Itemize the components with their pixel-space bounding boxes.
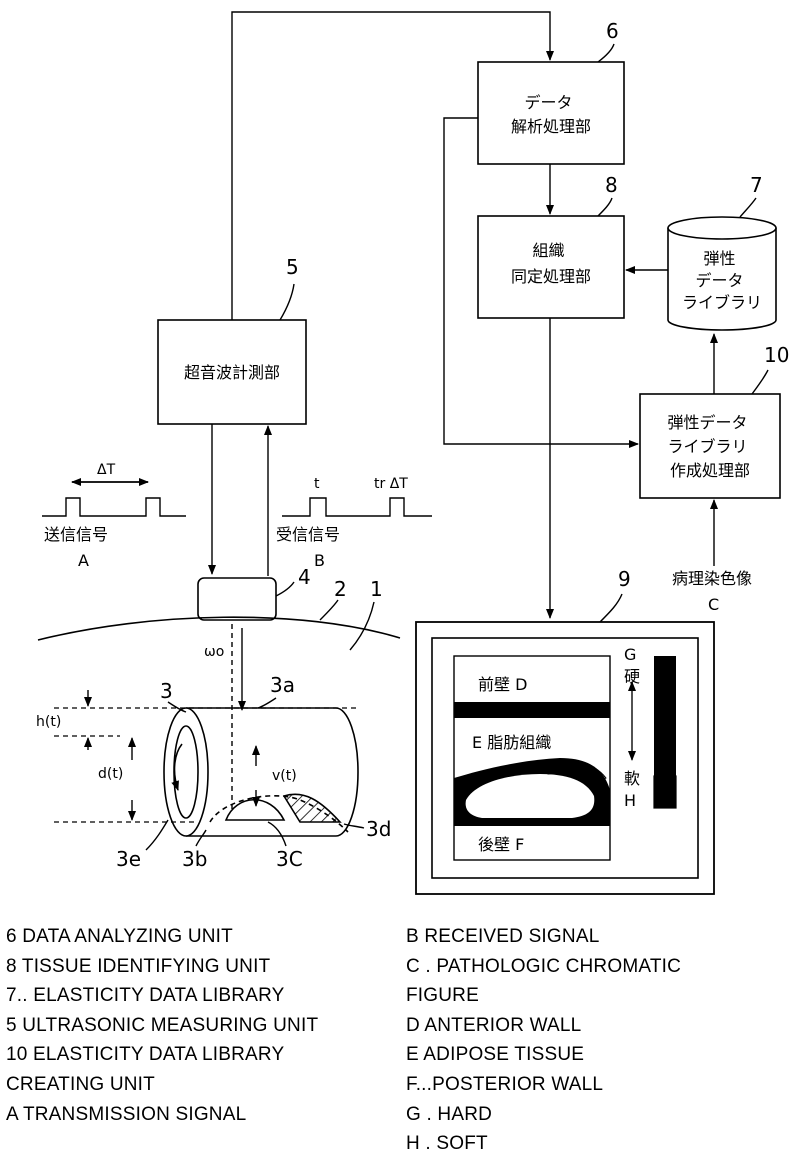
ref-number-1: 1 [370,577,383,601]
h-label: h(t) [36,714,61,730]
ref-number-3: 3 [160,679,173,703]
v-label: v(t) [272,768,297,784]
legend-item: C . PATHOLOGIC CHROMATIC [406,952,791,982]
ref-number-5: 5 [286,255,299,279]
legend-item: FIGURE [406,981,791,1011]
pathology-letter: C [708,595,719,614]
ultrasonic-measuring-unit-label: 超音波計測部 [184,363,280,382]
ref-number-2: 2 [334,577,347,601]
display-monitor [416,622,714,894]
transmission-signal-letter: A [78,551,89,570]
legend-item: A TRANSMISSION SIGNAL [6,1100,401,1130]
ref-number-3a: 3a [270,673,295,697]
ref-number-3b: 3b [182,847,207,871]
delta-t-label: ΔT [97,462,116,478]
soft-letter: H [624,791,636,810]
legend-item: 6 DATA ANALYZING UNIT [6,922,401,952]
library-creating-unit-label: 弾性データ ライブラリ 作成処理部 [667,413,752,480]
received-signal-label: 受信信号 [276,525,340,544]
omega-label: ωo [204,644,224,660]
legend: 6 DATA ANALYZING UNIT 8 TISSUE IDENTIFYI… [0,922,793,1162]
front-wall-label: 前壁 D [478,675,527,694]
legend-item: B RECEIVED SIGNAL [406,922,791,952]
legend-item: E ADIPOSE TISSUE [406,1040,791,1070]
hard-letter: G [624,645,636,664]
ref-number-3d: 3d [366,817,391,841]
legend-right-column: B RECEIVED SIGNAL C . PATHOLOGIC CHROMAT… [406,922,791,1159]
ultrasonic-probe [198,578,276,620]
ref-number-6: 6 [606,19,619,43]
legend-item: 8 TISSUE IDENTIFYING UNIT [6,952,401,982]
t-label: t [314,476,320,492]
received-signal-waveform [282,498,432,516]
ref-number-4: 4 [298,565,311,589]
ultrasound-beam [232,624,242,820]
legend-item: 10 ELASTICITY DATA LIBRARY [6,1040,401,1070]
ref-number-9: 9 [618,567,631,591]
received-signal-letter: B [314,551,325,570]
elasticity-data-library-cylinder: 弾性 データ ライブラリ [668,217,776,330]
d-label: d(t) [98,766,123,782]
block-diagram: データ 解析処理部 6 組織 同定処理部 8 弾性 データ ライブラリ 7 超音… [0,0,793,900]
ultrasonic-measuring-unit-box: 超音波計測部 [158,320,306,424]
t-delta-label: tr ΔT [374,476,408,492]
legend-item: F...POSTERIOR WALL [406,1070,791,1100]
legend-left-column: 6 DATA ANALYZING UNIT 8 TISSUE IDENTIFYI… [6,922,401,1129]
ref-number-7: 7 [750,173,763,197]
back-wall-label: 後壁 F [478,835,524,854]
blood-vessel [164,708,358,836]
ref-number-10: 10 [764,343,789,367]
transmission-signal-waveform [42,482,186,516]
legend-item: 5 ULTRASONIC MEASURING UNIT [6,1011,401,1041]
legend-item: G . HARD [406,1100,791,1130]
legend-item: 7.. ELASTICITY DATA LIBRARY [6,981,401,1011]
hard-label: 硬 [624,667,640,686]
library-creating-unit-box: 弾性データ ライブラリ 作成処理部 [640,394,780,498]
ref-number-3c: 3C [276,847,303,871]
ref-number-8: 8 [605,173,618,197]
tissue-identifying-unit-box: 組織 同定処理部 [478,216,624,318]
ref-number-3e: 3e [116,847,141,871]
legend-item: H . SOFT [406,1129,791,1159]
pathology-label: 病理染色像 [672,569,752,588]
adipose-label: E 脂肪組織 [472,733,551,752]
data-analyzing-unit-box: データ 解析処理部 [478,62,624,164]
legend-item: D ANTERIOR WALL [406,1011,791,1041]
legend-item: CREATING UNIT [6,1070,401,1100]
soft-label: 軟 [624,769,640,788]
transmission-signal-label: 送信信号 [44,525,108,544]
